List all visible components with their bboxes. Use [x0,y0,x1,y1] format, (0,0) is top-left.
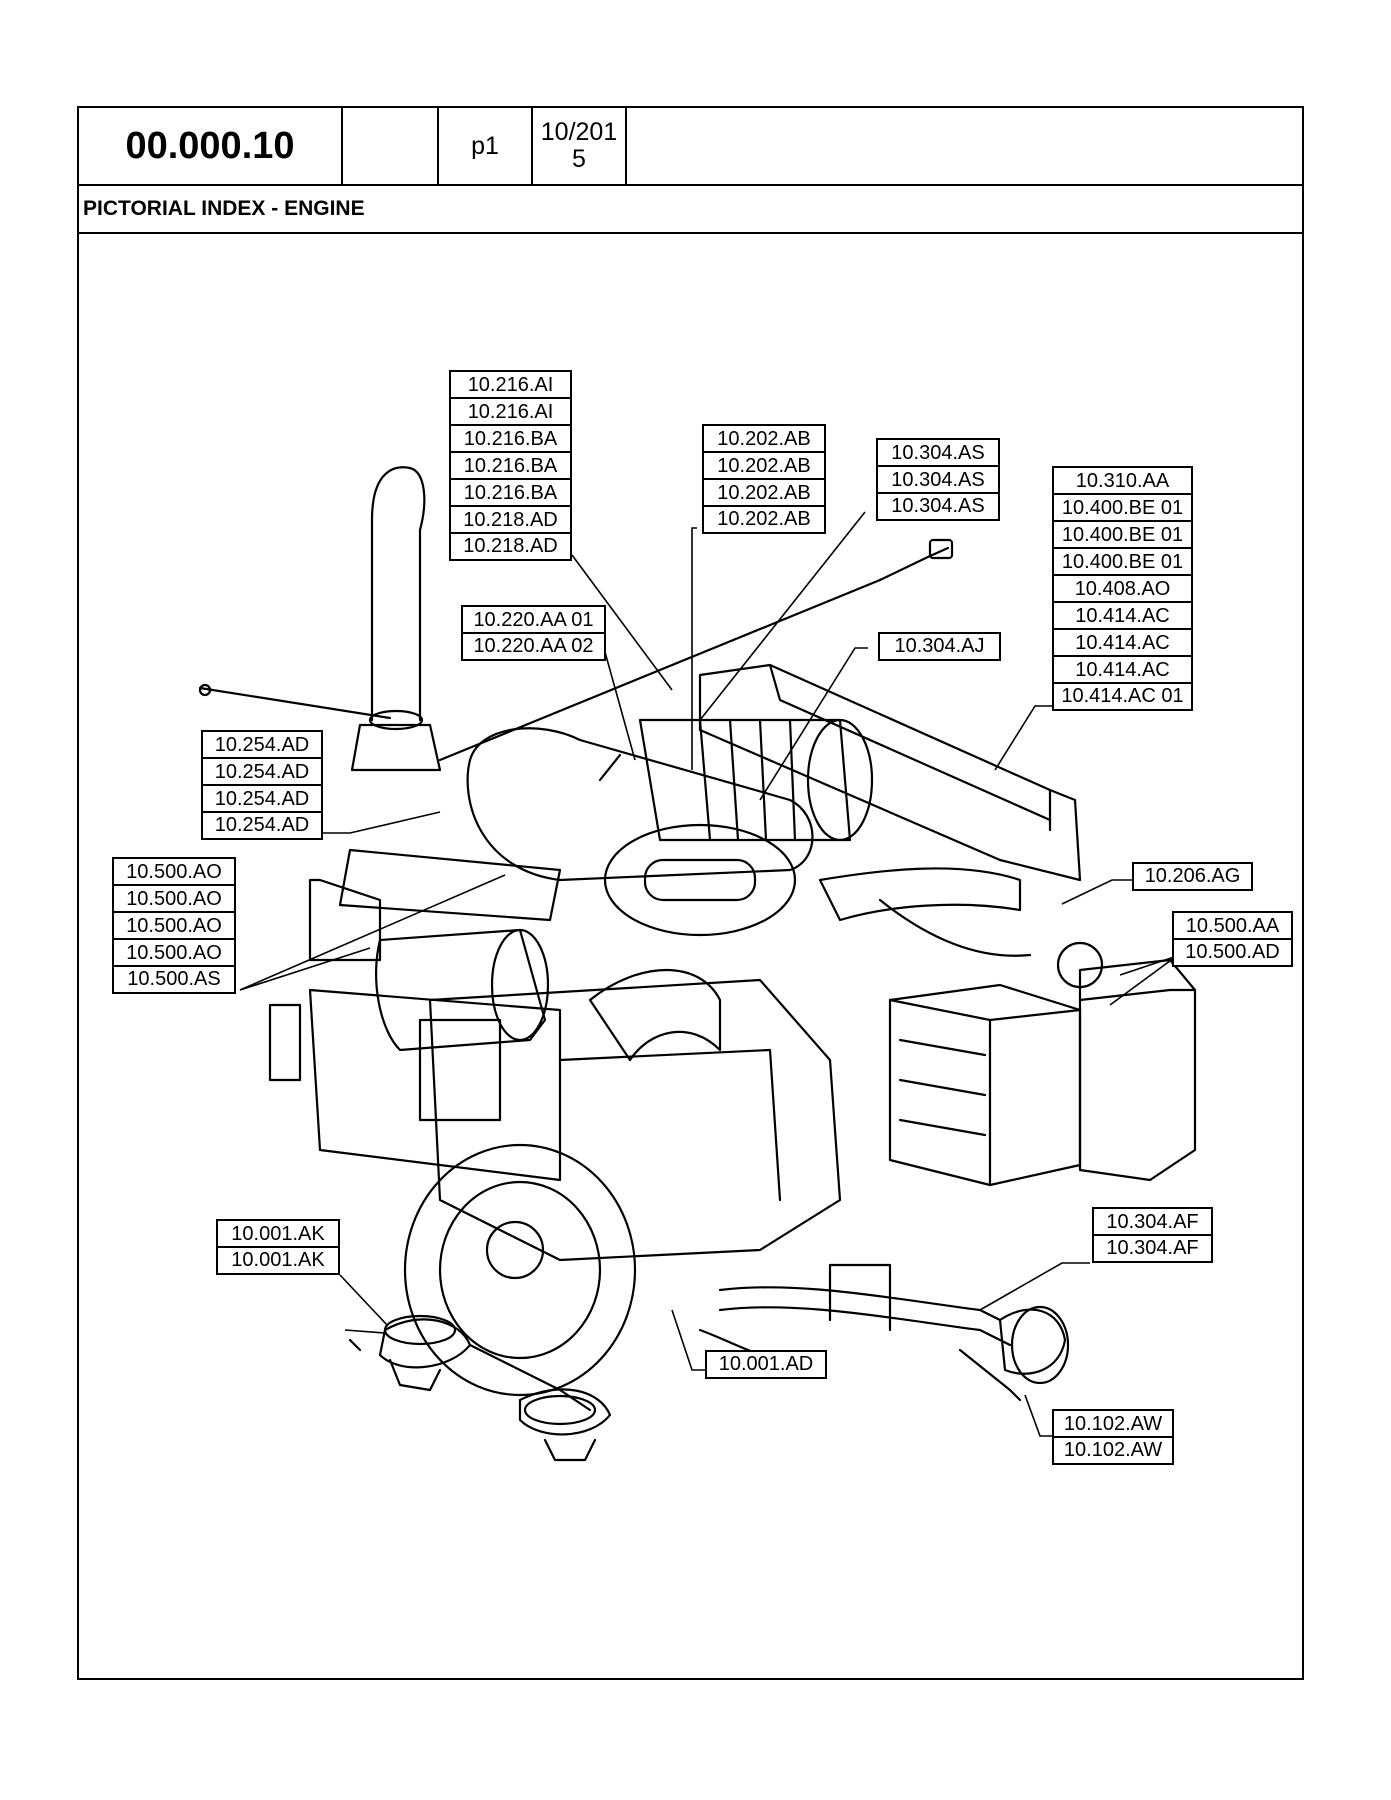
callout-ref: 10.254.AD [203,732,321,759]
callout-electrical-group: 10.500.AO 10.500.AO 10.500.AO 10.500.AO … [112,857,236,994]
callout-hose-group: 10.304.AJ [878,632,1001,661]
callout-ref: 10.304.AF [1106,1237,1199,1259]
callout-ref: 10.500.AS [127,968,221,990]
callout-ref: 10.414.AC [1054,603,1191,630]
callout-exhaust-group: 10.254.AD 10.254.AD 10.254.AD 10.254.AD [201,730,323,840]
callout-pump-group: 10.202.AB 10.202.AB 10.202.AB 10.202.AB [702,424,826,534]
callout-ref: 10.500.AA [1174,913,1291,940]
callout-ref: 10.001.AK [218,1221,338,1248]
page-frame [77,106,1304,1680]
callout-air-group: 10.220.AA 01 10.220.AA 02 [461,605,606,661]
callout-radiator-group: 10.310.AA 10.400.BE 01 10.400.BE 01 10.4… [1052,466,1193,711]
callout-ref: 10.218.AD [463,535,558,557]
callout-intake-group: 10.206.AG [1132,862,1253,891]
callout-ref: 10.216.BA [451,480,570,507]
revision-date: 10/201 5 [531,106,627,186]
callout-ref: 10.202.AB [704,453,824,480]
callout-ref: 10.310.AA [1054,468,1191,495]
callout-cooling-group: 10.304.AS 10.304.AS 10.304.AS [876,438,1000,521]
callout-ref: 10.254.AD [214,814,310,836]
callout-ref: 10.500.AO [114,859,234,886]
callout-ref: 10.254.AD [203,786,321,813]
callout-ref: 10.202.AB [704,426,824,453]
callout-ref: 10.254.AD [203,759,321,786]
callout-ref: 10.216.BA [451,426,570,453]
callout-ref: 10.304.AJ [894,635,985,657]
callout-ref: 10.408.AO [1054,576,1191,603]
callout-fuel-tank-group: 10.216.AI 10.216.AI 10.216.BA 10.216.BA … [449,370,572,561]
callout-ref: 10.202.AB [717,508,811,530]
callout-line-group: 10.102.AW 10.102.AW [1052,1409,1174,1465]
callout-ref: 10.202.AB [704,480,824,507]
callout-ref: 10.220.AA 01 [463,607,604,634]
callout-battery-group: 10.500.AA 10.500.AD [1172,911,1293,967]
callout-ref: 10.400.BE 01 [1054,549,1191,576]
callout-ref: 10.216.AI [451,399,570,426]
callout-ref: 10.400.BE 01 [1054,522,1191,549]
callout-ref: 10.500.AO [114,886,234,913]
callout-ref: 10.304.AS [878,467,998,494]
callout-ref: 10.500.AD [1185,941,1280,963]
callout-ref: 10.206.AG [1144,865,1241,887]
callout-filter-group: 10.304.AF 10.304.AF [1092,1207,1213,1263]
callout-ref: 10.001.AK [231,1249,325,1271]
callout-ref: 10.304.AF [1094,1209,1211,1236]
callout-ref: 10.304.AS [891,495,985,517]
callout-ref: 10.216.BA [451,453,570,480]
callout-ref: 10.414.AC [1054,630,1191,657]
page-title: PICTORIAL INDEX - ENGINE [77,184,1304,234]
callout-ref: 10.500.AO [114,913,234,940]
callout-ref: 10.400.BE 01 [1054,495,1191,522]
callout-ref: 10.414.AC [1054,657,1191,684]
callout-ref: 10.414.AC 01 [1061,685,1184,707]
callout-ref: 10.102.AW [1063,1439,1163,1461]
callout-ref: 10.102.AW [1054,1411,1172,1438]
callout-ref: 10.500.AO [114,940,234,967]
callout-ref: 10.216.AI [451,372,570,399]
callout-ref: 10.304.AS [878,440,998,467]
callout-ref: 10.001.AD [718,1353,814,1375]
callout-mount-group: 10.001.AK 10.001.AK [216,1219,340,1275]
callout-flywheel-group: 10.001.AD [705,1350,827,1379]
callout-ref: 10.218.AD [451,507,570,534]
callout-ref: 10.220.AA 02 [473,635,594,657]
